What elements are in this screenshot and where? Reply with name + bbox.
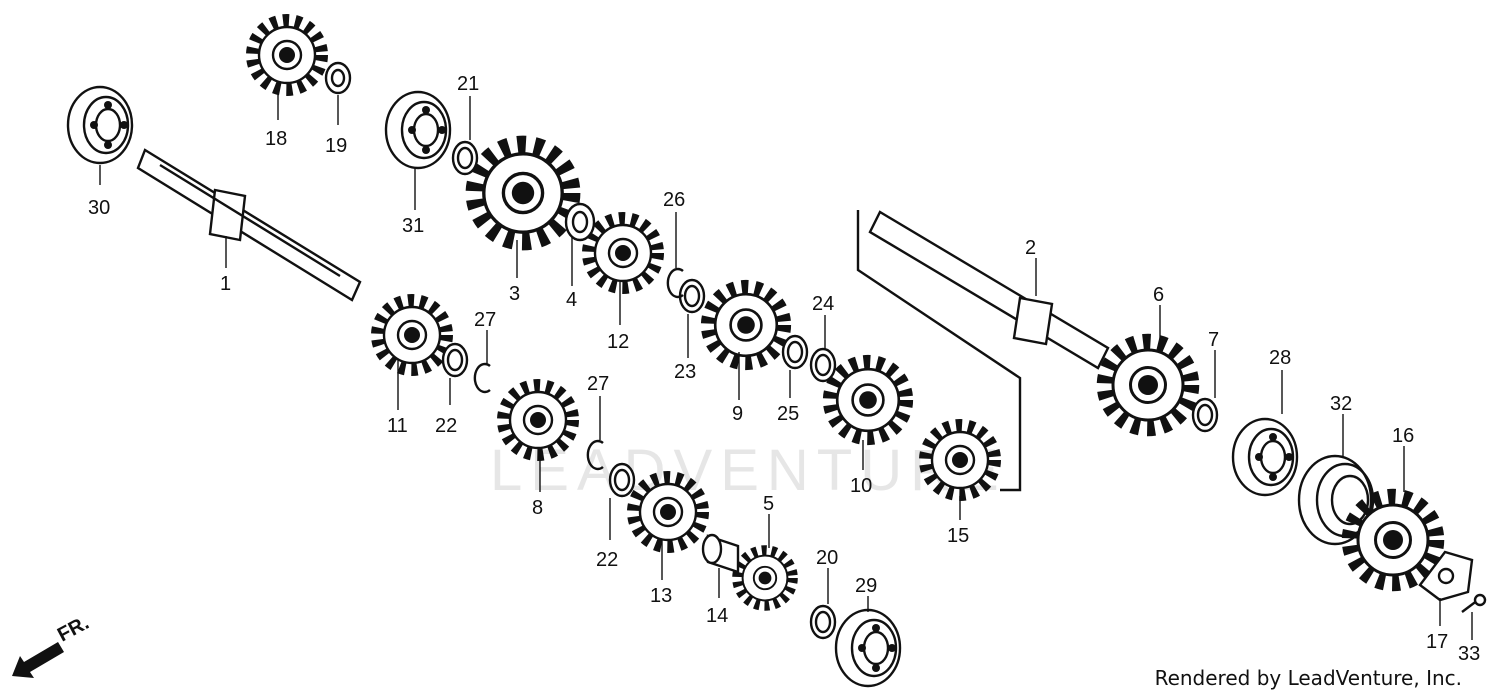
gear-6	[1106, 343, 1191, 428]
callout-31: 31	[402, 215, 424, 237]
callout-7: 7	[1208, 329, 1219, 351]
render-credit: Rendered by LeadVenture, Inc.	[1154, 666, 1462, 690]
gear-18	[253, 21, 321, 89]
callout-27a: 27	[474, 309, 496, 331]
callout-1: 1	[220, 273, 231, 295]
callout-2: 2	[1025, 237, 1036, 259]
gear-3	[475, 145, 570, 240]
sprocket-5	[738, 551, 792, 605]
callout-22b: 22	[596, 549, 618, 571]
callout-24: 24	[812, 293, 834, 315]
callout-28: 28	[1269, 347, 1291, 369]
gear-9	[709, 288, 784, 363]
mainshaft-part	[136, 148, 362, 302]
callout-33: 33	[1458, 643, 1480, 665]
bearing-31	[384, 90, 452, 170]
bushing-14	[701, 533, 740, 574]
gear-10	[831, 363, 906, 438]
front-marker-label: FR.	[54, 612, 93, 647]
callout-6: 6	[1153, 284, 1164, 306]
callout-19: 19	[325, 135, 347, 157]
callout-21: 21	[457, 73, 479, 95]
washer-7	[1191, 397, 1219, 433]
bearing-29	[834, 608, 902, 688]
callout-16: 16	[1392, 425, 1414, 447]
callout-17: 17	[1426, 631, 1448, 653]
bushing-19	[324, 61, 352, 95]
callout-3: 3	[509, 283, 520, 305]
watermark-text: LEADVENTURE	[490, 438, 1007, 503]
callout-20: 20	[816, 547, 838, 569]
gear-12	[589, 219, 657, 287]
callout-29: 29	[855, 575, 877, 597]
callout-25: 25	[777, 403, 799, 425]
callout-5: 5	[763, 493, 774, 515]
callout-27b: 27	[587, 373, 609, 395]
bearing-28	[1231, 417, 1299, 497]
washer-20	[809, 604, 837, 640]
callout-22a: 22	[435, 415, 457, 437]
bolt-33	[1461, 593, 1487, 613]
callout-23: 23	[674, 361, 696, 383]
callout-4: 4	[566, 289, 577, 311]
washer-22a	[441, 342, 469, 378]
bushing-4	[564, 202, 596, 242]
washer-21	[451, 140, 479, 176]
callout-13: 13	[650, 585, 672, 607]
fixing-plate-17	[1418, 550, 1474, 602]
callout-12: 12	[607, 331, 629, 353]
washer-24	[809, 347, 837, 383]
callout-14: 14	[706, 605, 728, 627]
countershaft-part	[856, 210, 1110, 492]
circlip-27a	[473, 362, 492, 394]
callout-18: 18	[265, 128, 287, 150]
washer-22b	[608, 462, 636, 498]
callout-26: 26	[663, 189, 685, 211]
callout-9: 9	[732, 403, 743, 425]
callout-11: 11	[387, 415, 408, 437]
washer-25	[781, 334, 809, 370]
drive-sprocket-16	[1351, 498, 1436, 583]
gear-11	[378, 301, 446, 369]
callout-32: 32	[1330, 393, 1352, 415]
callout-8: 8	[532, 497, 543, 519]
callout-30: 30	[88, 197, 110, 219]
callout-10: 10	[850, 475, 872, 497]
front-arrow-icon	[12, 642, 64, 678]
bearing-30	[66, 85, 134, 165]
callout-15: 15	[947, 525, 969, 547]
